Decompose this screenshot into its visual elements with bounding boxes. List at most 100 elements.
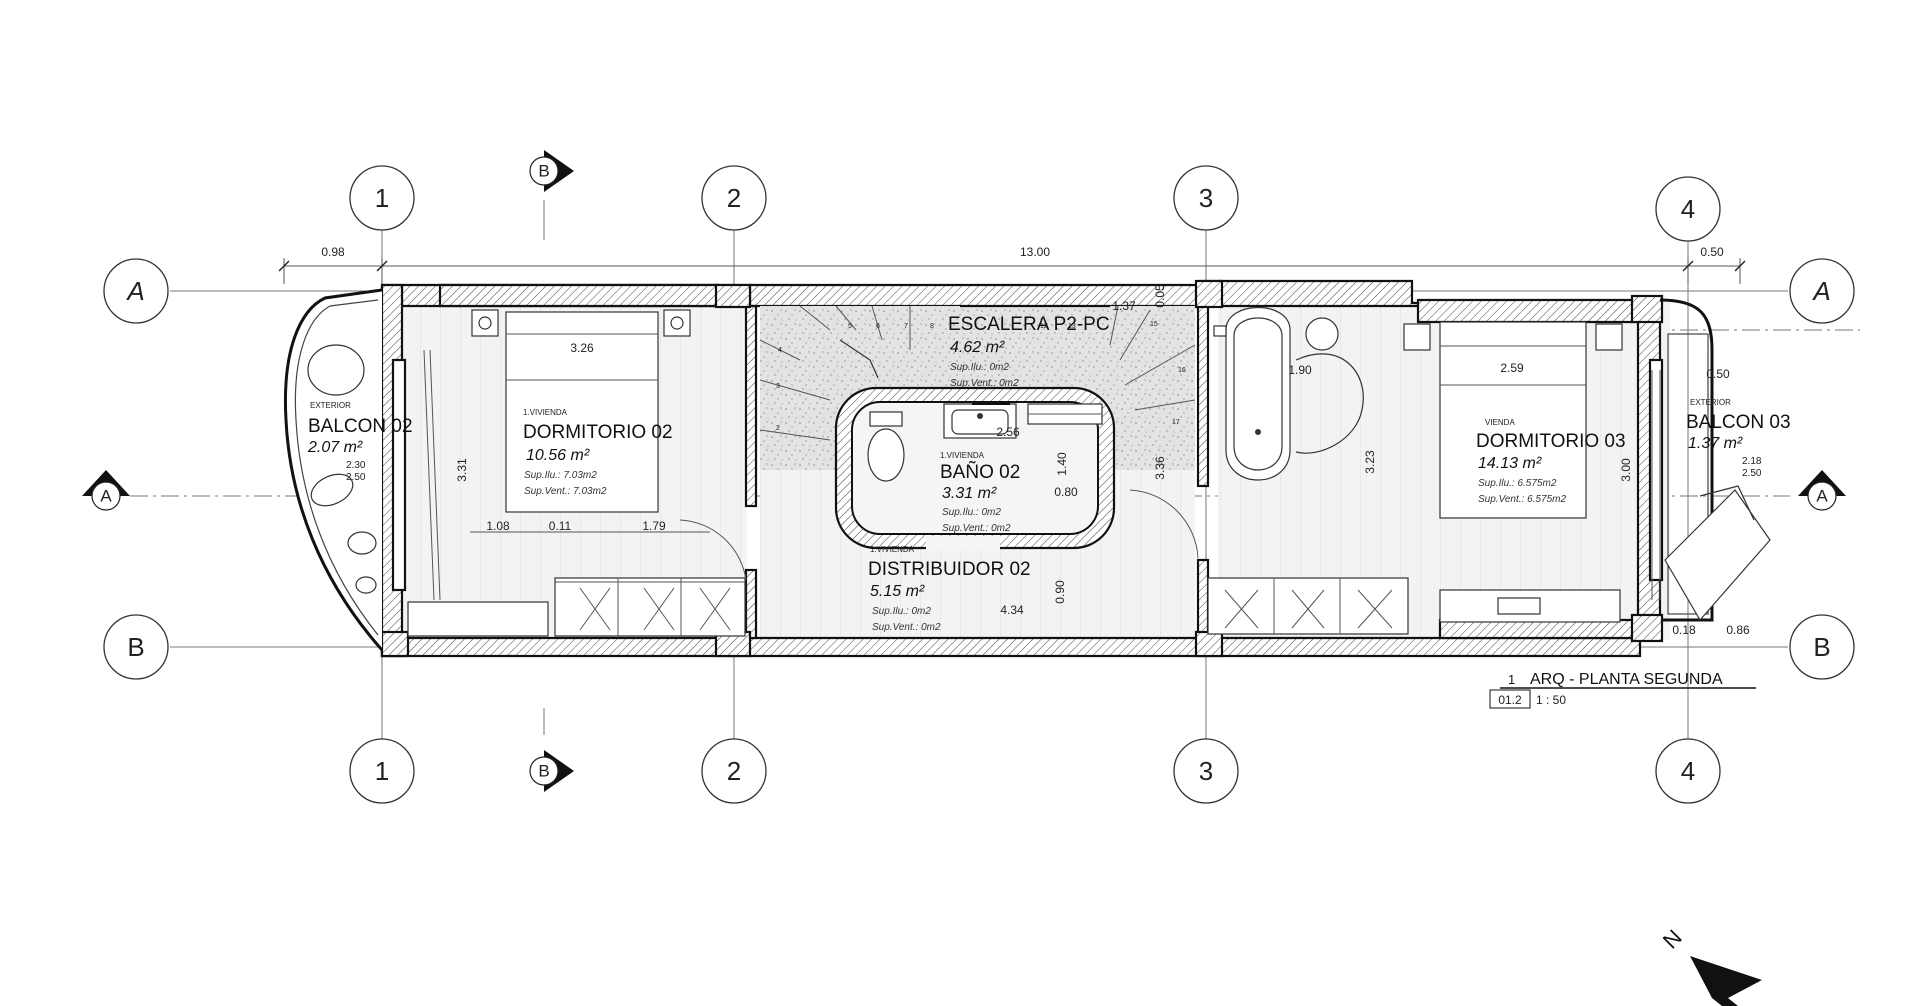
- grid-label: A: [1811, 276, 1830, 306]
- stair-step-label: 8: [930, 323, 934, 330]
- grid-bubble-1-top: 1: [349, 165, 415, 231]
- grid-bubble-2-top: 2: [701, 165, 767, 231]
- grid-label: 4: [1681, 194, 1695, 224]
- escalera-sup-ilu: Sup.Ilu.: 0m2: [950, 362, 1009, 373]
- grid-bubble-B-left: B: [103, 614, 169, 680]
- dim-dorm02-b: 0.11: [549, 519, 572, 533]
- grid-bubble-A-left: A: [103, 258, 169, 324]
- grid-label: A: [125, 276, 144, 306]
- dim-dorm03-depth: 3.23: [1363, 450, 1377, 474]
- stair-step-label: 7: [904, 323, 908, 330]
- grid-bubble-2-bottom: 2: [701, 738, 767, 804]
- dim-dorm02-width: 3.26: [570, 341, 594, 355]
- stair-step-label: 13: [1068, 323, 1076, 330]
- grid-label: 3: [1199, 183, 1213, 213]
- balcon03-area: 1.37 m²: [1688, 435, 1743, 452]
- escalera-sup-vent: Sup.Vent.: 0m2: [950, 378, 1019, 389]
- stair-step-label: 16: [1178, 367, 1186, 374]
- grid-label: 1: [375, 756, 389, 786]
- balcon03-tag: EXTERIOR: [1690, 398, 1731, 407]
- grid-bubble-3-bottom: 3: [1173, 738, 1239, 804]
- grid-label: 4: [1681, 756, 1695, 786]
- stair-step-label: 4: [778, 347, 782, 354]
- section-label: A: [100, 487, 112, 506]
- section-marker-A-left: A: [82, 470, 130, 511]
- bano-02: 2.56 1.40 0.80 1.VIVIENDA BAÑO 02 3.31 m…: [834, 386, 1116, 550]
- drawing-title-block: 1 ARQ - PLANTA SEGUNDA 01.2 1 : 50: [1489, 671, 1756, 709]
- top-dimension-line: 0.98 13.00 0.50: [278, 245, 1746, 284]
- distrib-area: 5.15 m²: [870, 583, 925, 600]
- bano02-area: 3.31 m²: [942, 485, 997, 502]
- dim-dorm02-a: 1.08: [486, 519, 510, 533]
- dormitorio-02: 3.26 3.31 1.08 0.11 1.79 1.VIVIENDA DORM…: [407, 309, 747, 637]
- dim-bath-width: 1.90: [1288, 363, 1312, 377]
- dorm03-sup-ilu: Sup.Ilu.: 6.575m2: [1478, 478, 1557, 489]
- dim-bottom-right-b: 0.86: [1726, 623, 1750, 637]
- section-label: B: [538, 762, 549, 781]
- distrib-tag: 1.VIVIENDA: [870, 545, 915, 554]
- dim-balcon03-width: 0.50: [1706, 367, 1730, 381]
- dim-stair-landing: 1.37: [1112, 299, 1136, 313]
- dim-bano-width: 2.56: [996, 425, 1020, 439]
- escalera-name: ESCALERA P2-PC: [948, 314, 1110, 335]
- escalera-area: 4.62 m²: [950, 339, 1005, 356]
- balcon-03: EXTERIOR BALCON 03 1.37 m² 2.18 2.50 0.5…: [1659, 298, 1791, 637]
- dim-left-overhang: 0.98: [321, 245, 345, 259]
- dorm02-name: DORMITORIO 02: [523, 422, 673, 443]
- stair-step-label: 12: [1040, 323, 1048, 330]
- dormitorio-03: 1.90 2.59 3.23 3.00 VIENDA DORMITORIO 03…: [1207, 306, 1661, 635]
- grid-bubble-1-bottom: 1: [349, 738, 415, 804]
- dorm03-sup-vent: Sup.Vent.: 6.575m2: [1478, 494, 1566, 505]
- balcon02-tag: EXTERIOR: [310, 401, 351, 410]
- north-label: N: [1658, 925, 1687, 954]
- dorm03-tag: VIENDA: [1485, 418, 1515, 427]
- grid-label: 1: [375, 183, 389, 213]
- dim-distrib-depth: 0.90: [1053, 580, 1067, 604]
- dorm03-name: DORMITORIO 03: [1476, 431, 1626, 452]
- building-walls: [380, 279, 1664, 658]
- stair-step-label: 17: [1172, 419, 1180, 426]
- grid-label: B: [127, 632, 144, 662]
- dorm02-area: 10.56 m²: [526, 447, 590, 464]
- dim-balcon02-a: 2.30: [346, 460, 366, 471]
- dim-stair-depth: 3.36: [1153, 456, 1167, 480]
- grid-label: 3: [1199, 756, 1213, 786]
- section-marker-B-bottom: B: [529, 750, 574, 792]
- dorm02-sup-ilu: Sup.Ilu.: 7.03m2: [524, 470, 597, 481]
- stair-step-label: 5: [848, 323, 852, 330]
- north-arrow: N: [1658, 925, 1762, 1006]
- grid-label: B: [1813, 632, 1830, 662]
- balcon02-area: 2.07 m²: [307, 439, 363, 456]
- dim-balcon03-b: 2.50: [1742, 468, 1762, 479]
- distrib-sup-vent: Sup.Vent.: 0m2: [872, 622, 941, 633]
- dim-dorm03-right: 3.00: [1619, 458, 1633, 482]
- section-marker-B-top: B: [529, 150, 574, 192]
- bano02-sup-vent: Sup.Vent.: 0m2: [942, 523, 1011, 534]
- stair-step-label: 2: [776, 425, 780, 432]
- section-label: B: [538, 162, 549, 181]
- bano02-name: BAÑO 02: [940, 461, 1020, 483]
- distrib-name: DISTRIBUIDOR 02: [868, 559, 1031, 580]
- dim-bottom-right-a: 0.18: [1672, 623, 1696, 637]
- section-marker-A-right: A: [1798, 470, 1846, 511]
- stair-step-label: 6: [876, 323, 880, 330]
- bano02-tag: 1.VIVIENDA: [940, 451, 985, 460]
- dim-dorm02-c: 1.79: [642, 519, 666, 533]
- dim-bano-depth: 1.40: [1055, 452, 1069, 476]
- balcon03-name: BALCON 03: [1686, 412, 1791, 433]
- stair-step-label: 3: [776, 383, 780, 390]
- stair-step-label: 15: [1150, 321, 1158, 328]
- dim-dorm03-width: 2.59: [1500, 361, 1524, 375]
- dorm02-sup-vent: Sup.Vent.: 7.03m2: [524, 486, 607, 497]
- dim-overall: 13.00: [1020, 245, 1050, 259]
- dim-balcon03-a: 2.18: [1742, 456, 1762, 467]
- dorm02-tag: 1.VIVIENDA: [523, 408, 568, 417]
- sheet-number: 01.2: [1498, 693, 1522, 707]
- dim-distrib-width: 4.34: [1000, 603, 1024, 617]
- drawing-number: 1: [1508, 672, 1515, 687]
- grid-bubble-4-bottom: 4: [1655, 738, 1721, 804]
- grid-label: 2: [727, 183, 741, 213]
- dim-right-overhang: 0.50: [1700, 245, 1724, 259]
- drawing-scale: 1 : 50: [1536, 693, 1566, 707]
